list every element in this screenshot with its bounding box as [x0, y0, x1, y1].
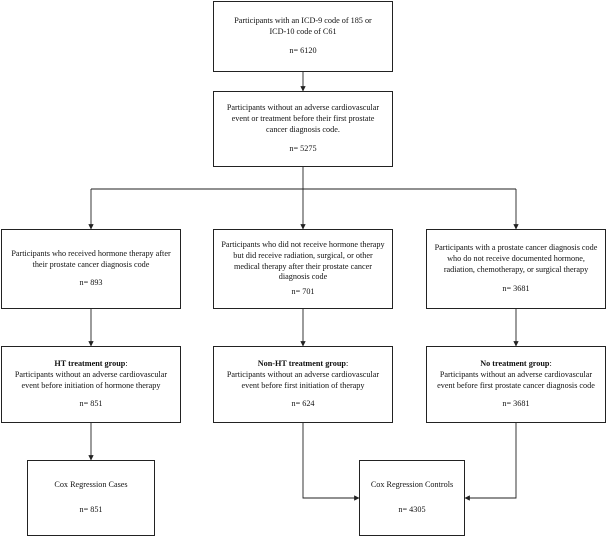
box-no-treatment-group: No treatment group: Participants without… — [426, 346, 606, 423]
box-text: Participants who received hormone therap… — [11, 248, 171, 269]
box-count: n= 851 — [79, 505, 103, 514]
box-initial-participants: Participants with an ICD-9 code of 185 o… — [213, 1, 393, 72]
box-text: Participants who did not receive hormone… — [221, 239, 385, 282]
box-other-therapy: Participants who did not receive hormone… — [213, 229, 393, 309]
box-count: n= 3681 — [502, 283, 530, 293]
box-count: n= 893 — [79, 278, 103, 288]
box-text: Participants with an ICD-9 code of 185 o… — [234, 16, 372, 37]
box-cox-regression-cases: Cox Regression Cases n= 851 — [27, 460, 155, 536]
box-text: Participants without an adverse cardiova… — [437, 369, 595, 390]
box-cox-regression-controls: Cox Regression Controls n= 4305 — [359, 460, 465, 536]
box-no-documented-therapy: Participants with a prostate cancer diag… — [426, 229, 606, 309]
box-text: Participants without an adverse cardiova… — [226, 369, 380, 390]
box-count: n= 3681 — [502, 399, 530, 409]
box-text: Cox Regression Cases — [54, 480, 128, 490]
box-received-hormone-therapy: Participants who received hormone therap… — [1, 229, 181, 309]
box-count: n= 701 — [291, 287, 315, 297]
arrow-b7-b10 — [302, 423, 360, 501]
box-count: n= 624 — [291, 399, 315, 409]
box-text: Participants without an adverse cardiova… — [14, 369, 168, 390]
box-count: n= 4305 — [398, 505, 426, 514]
box-text: Cox Regression Controls — [370, 480, 454, 490]
box-ht-treatment-group: HT treatment group: Participants without… — [1, 346, 181, 423]
group-title: HT treatment group — [54, 358, 126, 368]
group-title: No treatment group — [480, 358, 550, 368]
box-count: n= 5275 — [289, 143, 317, 153]
box-text: Participants with a prostate cancer diag… — [434, 243, 598, 274]
box-non-ht-treatment-group: Non-HT treatment group: Participants wit… — [213, 346, 393, 423]
box-count: n= 6120 — [289, 45, 317, 55]
box-no-adverse-event: Participants without an adverse cardiova… — [213, 91, 393, 167]
group-title: Non-HT treatment group — [257, 358, 346, 368]
box-count: n= 851 — [79, 399, 103, 409]
box-text: Participants without an adverse cardiova… — [226, 103, 380, 134]
arrow-b8-b10 — [464, 423, 517, 501]
